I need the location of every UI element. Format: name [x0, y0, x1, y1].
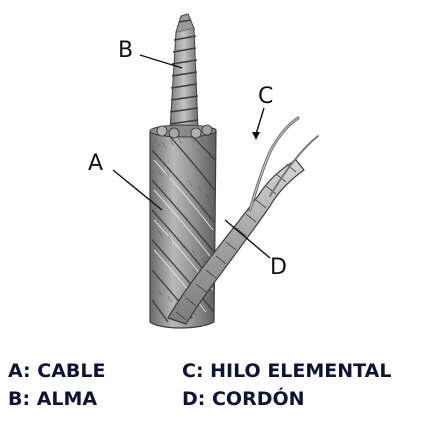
legend-item-alma: B: ALMA [8, 384, 97, 414]
wire-rope-diagram: B A C D [0, 0, 443, 340]
legend-item-hilo-elemental: C: HILO ELEMENTAL [182, 356, 391, 386]
callout-label-a: A [88, 151, 103, 176]
legend-item-cordon: D: CORDÓN [182, 384, 305, 414]
callout-label-d: D [270, 255, 287, 280]
callout-label-c: C [258, 84, 273, 109]
legend-item-cable: A: CABLE [8, 356, 106, 386]
arrowhead-c [252, 132, 260, 140]
legend: A: CABLE B: ALMA C: HILO ELEMENTAL D: CO… [8, 356, 438, 420]
leader-line-c [256, 108, 264, 134]
callout-label-b: B [118, 38, 133, 63]
rope-core [170, 14, 198, 130]
